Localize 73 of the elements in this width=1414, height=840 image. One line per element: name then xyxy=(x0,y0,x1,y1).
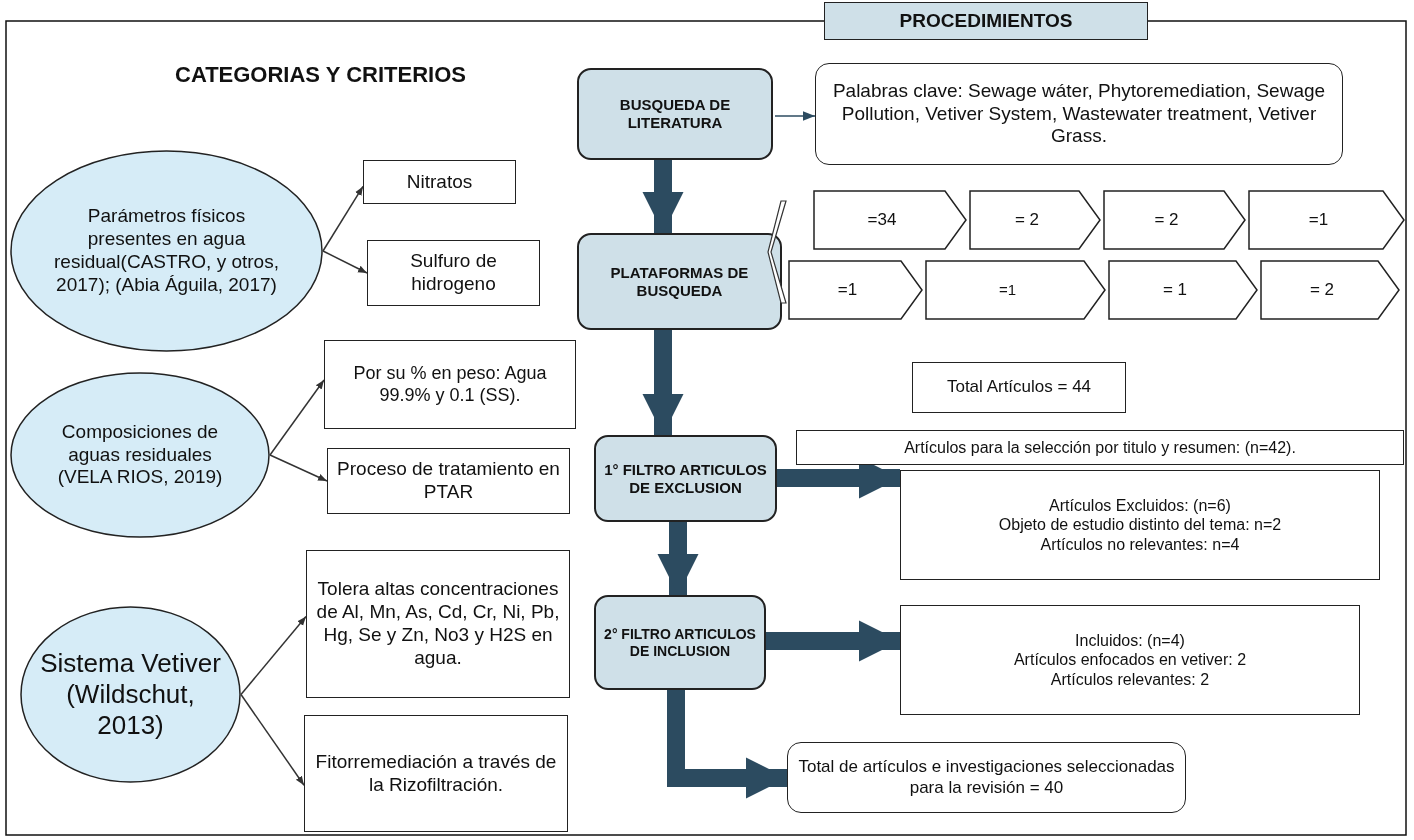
node-text: Total de artículos e investigaciones seleccionadas para la revisión = 40 xyxy=(797,757,1176,798)
node-text: PROCEDIMIENTOS xyxy=(899,9,1073,33)
keywords-box xyxy=(815,63,1343,165)
node-text: = 2 xyxy=(1309,279,1335,301)
node-text: Artículos no relevantes: n=4 xyxy=(1040,534,1240,554)
category-ellipse xyxy=(10,150,323,352)
node-text: Nitratos xyxy=(406,170,473,194)
node-text: Composiciones de aguas residuales (VELA RIOS, 2019) xyxy=(56,420,224,490)
criteria-box xyxy=(363,160,516,204)
node-text: PLATAFORMAS DE BUSQUEDA xyxy=(609,263,750,300)
node-text: Artículos enfocados en vetiver: 2 xyxy=(1013,650,1247,670)
node-text: =34 xyxy=(867,209,897,231)
arrow xyxy=(322,185,364,252)
count-box xyxy=(912,362,1126,413)
platform-pentagon xyxy=(813,190,967,250)
block-arrow xyxy=(766,620,900,662)
node-text: = 2 xyxy=(1014,209,1040,231)
criteria-box xyxy=(327,448,570,514)
node-text: = 1 xyxy=(1162,279,1188,301)
arrow xyxy=(269,454,328,482)
node-text: Palabras clave: Sewage wáter, Phytoremediation, Sewage Pollution, Vetiver System, Wastewater treatment, Vetiver Grass. xyxy=(831,79,1327,149)
result-box xyxy=(900,470,1380,580)
node-text: =1 xyxy=(837,279,858,301)
block-arrow xyxy=(642,160,684,233)
category-ellipse xyxy=(10,372,270,538)
section-heading: CATEGORIAS Y CRITERIOS xyxy=(175,62,466,88)
node-text: Parámetros físicos presentes en agua residual(CASTRO, y otros, 2017); (Abia Águila, 2017) xyxy=(53,205,280,297)
node-text: Proceso de tratamiento en PTAR xyxy=(336,458,561,504)
bracket-chevron xyxy=(767,200,787,304)
heading-box xyxy=(824,2,1148,40)
node-text: BUSQUEDA DE LITERATURA xyxy=(618,96,732,132)
process-box xyxy=(577,233,782,330)
node-text: = 2 xyxy=(1154,209,1179,231)
criteria-box xyxy=(306,550,570,698)
process-box xyxy=(577,68,773,160)
node-text: Incluidos: (n=4) xyxy=(1075,631,1185,651)
node-text: Fitorremediación a través de la Rizofiltración. xyxy=(314,750,558,797)
result-box xyxy=(787,742,1186,813)
filter-box xyxy=(594,435,777,522)
result-box xyxy=(900,605,1360,715)
arrow xyxy=(269,379,325,456)
arrow xyxy=(240,693,305,786)
block-arrow xyxy=(657,522,699,595)
block-arrow xyxy=(667,690,787,799)
platform-pentagon xyxy=(1103,190,1246,250)
node-text: Total Artículos = 44 xyxy=(946,377,1092,398)
node-text: 2° FILTRO ARTICULOS DE INCLUSION xyxy=(604,625,756,660)
block-arrow xyxy=(642,330,684,435)
node-text: 1° FILTRO ARTICULOS DE EXCLUSION xyxy=(604,460,767,497)
node-text: Objeto de estudio distinto del tema: n=2 xyxy=(998,515,1282,535)
node-text: Sulfuro de hidrogeno xyxy=(409,250,498,296)
node-text: Sistema Vetiver (Wildschut, 2013) xyxy=(40,647,221,742)
arrow xyxy=(240,615,307,696)
platform-pentagon xyxy=(1260,260,1400,320)
node-text: Artículos relevantes: 2 xyxy=(1050,669,1210,689)
arrow xyxy=(774,111,816,121)
arrow xyxy=(322,250,368,274)
platform-pentagon xyxy=(1108,260,1258,320)
node-text: Artículos para la selección por titulo y resumen: (n=42). xyxy=(904,437,1296,458)
platform-pentagon xyxy=(1248,190,1405,250)
platform-pentagon xyxy=(925,260,1106,320)
node-text: Por su % en peso: Agua 99.9% y 0.1 (SS). xyxy=(352,362,548,407)
node-text: =1 xyxy=(1308,209,1329,231)
criteria-box xyxy=(304,715,568,832)
criteria-box xyxy=(367,240,540,306)
count-box xyxy=(796,430,1404,465)
node-text: Artículos Excluidos: (n=6) xyxy=(1049,496,1231,516)
platform-pentagon xyxy=(969,190,1101,250)
category-ellipse xyxy=(20,606,241,783)
node-text: =1 xyxy=(998,281,1017,299)
criteria-box xyxy=(324,340,576,429)
node-text: Tolera altas concentraciones de Al, Mn, As, Cd, Cr, Ni, Pb, Hg, Se y Zn, No3 y H2S en agua. xyxy=(315,578,561,670)
filter-box xyxy=(594,595,766,690)
